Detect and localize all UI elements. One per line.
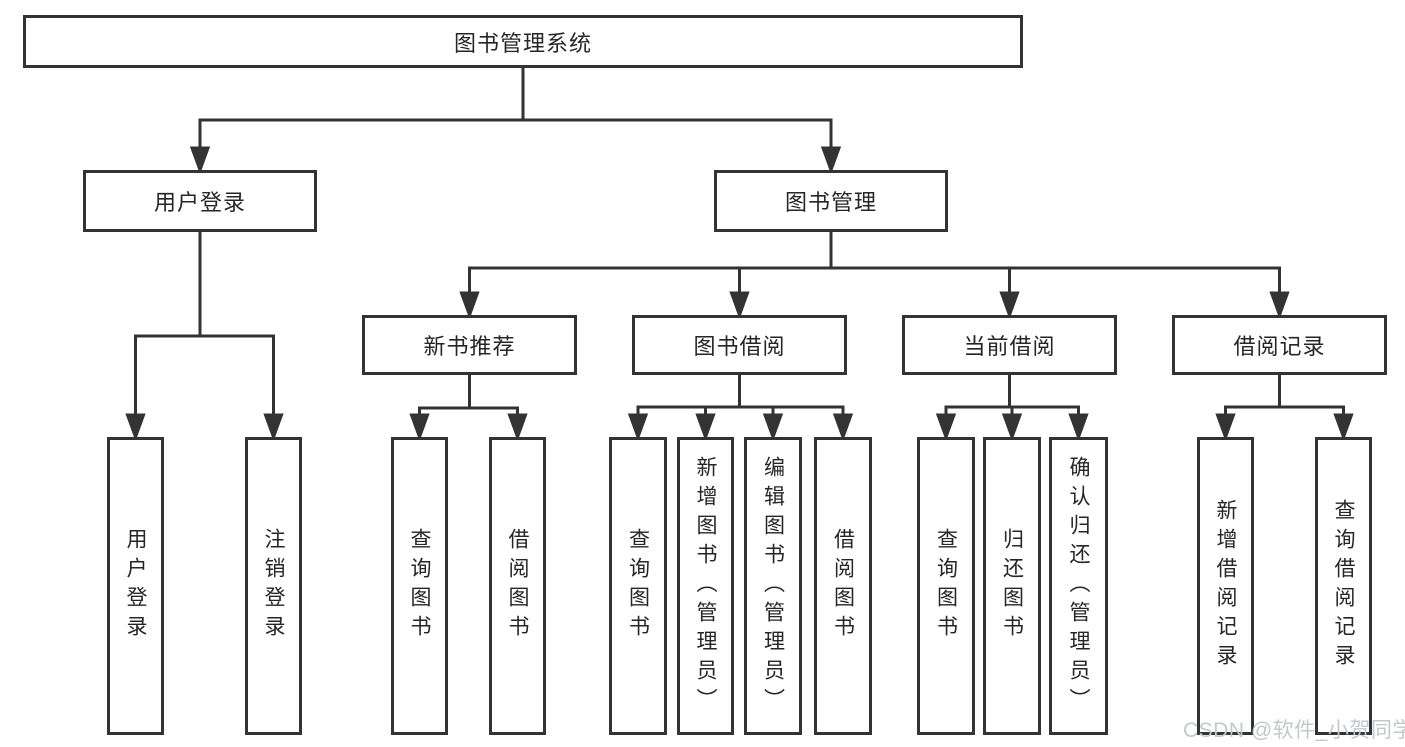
leaf-br-add-record-label: 新增借阅记录	[1214, 499, 1237, 673]
edge-userlogin-to-leaves	[125, 232, 284, 442]
leaf-bb-borrow-books-label: 借阅图书	[831, 528, 855, 644]
leaf-cb-confirm-return: 确认归还（管理员）	[1049, 437, 1108, 735]
node-borrow-record-label: 借阅记录	[1233, 334, 1326, 359]
csdn-watermark: CSDN @软件_小贺同学	[1183, 719, 1405, 742]
edge-newbookrec-to-leaves	[409, 375, 528, 442]
edge-borrowrecord-to-leaves	[1215, 375, 1354, 442]
edge-bookborrow-to-leaves	[627, 375, 854, 442]
edge-bookmgmt-to-level2	[459, 232, 1290, 320]
node-book-borrow-label: 图书借阅	[693, 334, 786, 359]
leaf-logout-label: 注销登录	[262, 528, 285, 644]
leaf-cb-confirm-return-label: 确认归还（管理员）	[1067, 455, 1090, 717]
leaf-bb-edit-books-label: 编辑图书（管理员）	[761, 455, 785, 717]
node-user-login-label: 用户登录	[153, 190, 246, 215]
node-book-borrow: 图书借阅	[632, 315, 847, 375]
leaf-nbr-borrow-books-label: 借阅图书	[506, 528, 529, 644]
leaf-bb-query-books: 查询图书	[609, 437, 667, 735]
leaf-user-login: 用户登录	[107, 437, 164, 735]
leaf-user-login-label: 用户登录	[124, 528, 147, 644]
node-book-management-label: 图书管理	[784, 190, 877, 215]
leaf-bb-query-books-label: 查询图书	[626, 528, 650, 644]
leaf-logout: 注销登录	[245, 437, 302, 735]
leaf-bb-borrow-books: 借阅图书	[814, 437, 872, 735]
leaf-br-add-record: 新增借阅记录	[1197, 437, 1254, 735]
node-root-label: 图书管理系统	[453, 30, 592, 56]
leaf-cb-return-books-label: 归还图书	[1000, 528, 1024, 644]
leaf-nbr-query-books-label: 查询图书	[408, 528, 431, 644]
leaf-bb-add-books: 新增图书（管理员）	[677, 437, 734, 735]
node-user-login: 用户登录	[83, 170, 317, 232]
leaf-br-query-record-label: 查询借阅记录	[1332, 499, 1355, 673]
leaf-cb-query-books: 查询图书	[917, 437, 975, 735]
leaf-cb-query-books-label: 查询图书	[934, 528, 958, 644]
node-new-book-recommend: 新书推荐	[362, 315, 577, 375]
leaf-bb-add-books-label: 新增图书（管理员）	[694, 455, 717, 717]
leaf-cb-return-books: 归还图书	[983, 437, 1041, 735]
edge-currentborrow-to-leaves	[935, 375, 1089, 442]
node-borrow-record: 借阅记录	[1172, 315, 1387, 375]
leaf-br-query-record: 查询借阅记录	[1315, 437, 1372, 735]
node-new-book-recommend-label: 新书推荐	[423, 334, 516, 359]
node-current-borrow-label: 当前借阅	[963, 334, 1056, 359]
leaf-nbr-query-books: 查询图书	[391, 437, 448, 735]
edge-root-to-level1	[189, 68, 842, 175]
node-current-borrow: 当前借阅	[902, 315, 1117, 375]
node-root: 图书管理系统	[23, 15, 1023, 68]
leaf-bb-edit-books: 编辑图书（管理员）	[744, 437, 802, 735]
node-book-management: 图书管理	[714, 170, 948, 232]
leaf-nbr-borrow-books: 借阅图书	[489, 437, 546, 735]
